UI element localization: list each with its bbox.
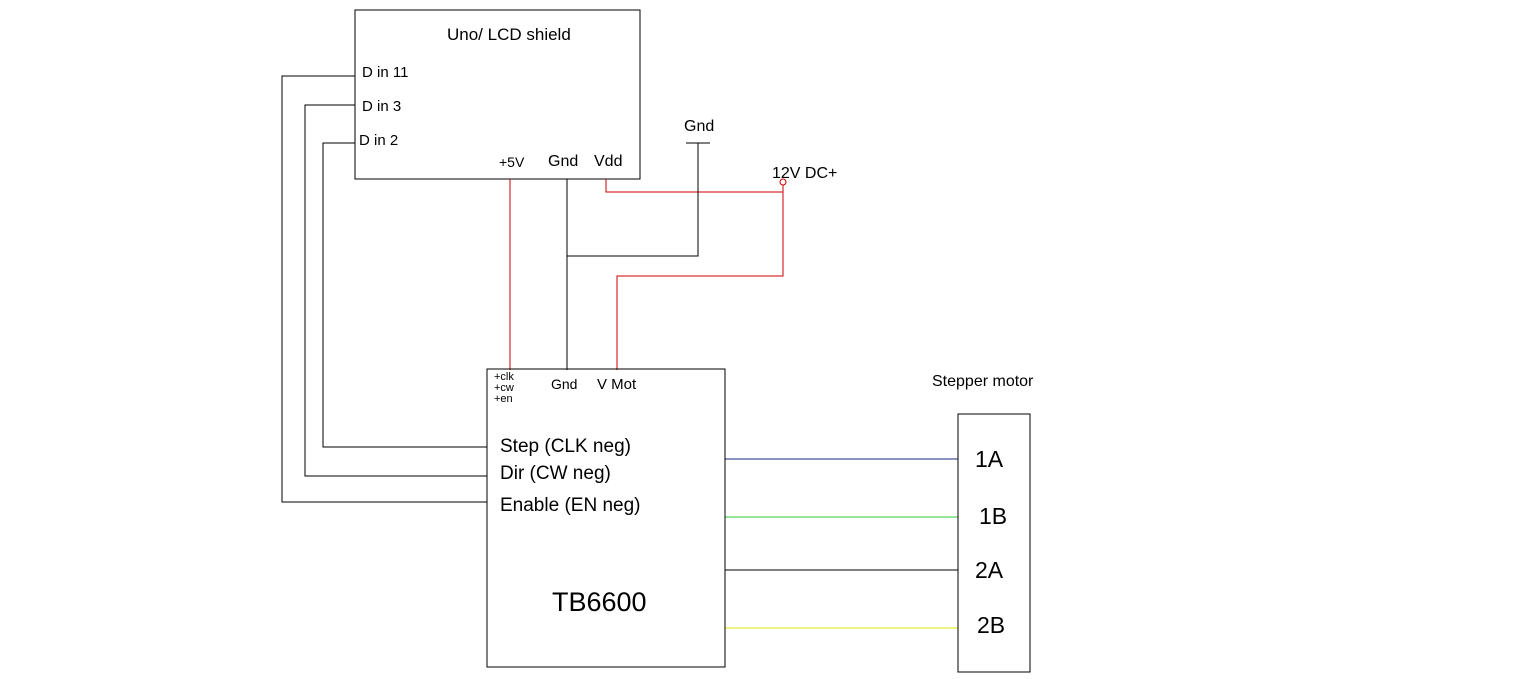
pin-d-in-3: D in 3 (362, 98, 401, 115)
signal-wires (281, 75, 487, 503)
input-step: Step (CLK neg) (500, 436, 631, 457)
pin-plus-en: +en (494, 393, 513, 405)
pin-plus-clk: +clk (494, 371, 514, 383)
driver-name: TB6600 (552, 587, 647, 617)
pin-gnd-uno: Gnd (548, 153, 578, 170)
uno-shield-title: Uno/ LCD shield (447, 25, 571, 44)
wire-gnd-to-ground-symbol (567, 143, 699, 257)
motor-box (957, 413, 1031, 673)
pin-d-in-11: D in 11 (362, 64, 408, 81)
tb6600-box (486, 368, 726, 668)
coil-wires (725, 458, 958, 629)
pin-plus-cw: +cw (494, 382, 514, 394)
pin-vdd: Vdd (594, 153, 622, 170)
pin-5v: +5V (499, 154, 525, 170)
wire-d2-to-step (322, 142, 487, 448)
coil-label-2b: 2B (977, 612, 1005, 638)
coil-label-1b: 1B (979, 503, 1007, 529)
power-terminal-node (779, 178, 787, 186)
coil-label-1a: 1A (975, 446, 1004, 472)
input-dir: Dir (CW neg) (500, 463, 611, 484)
uno-shield-box (354, 9, 641, 180)
pin-v-mot: V Mot (597, 376, 637, 393)
tb6600-driver: +clk +cw +en Gnd V Mot Step (CLK neg) Di… (486, 368, 726, 668)
input-enable: Enable (EN neg) (500, 495, 640, 516)
ground-wires (566, 143, 699, 370)
ground-symbol: Gnd (684, 118, 714, 144)
stepper-motor: Stepper motor 1A 1B 2A 2B (932, 373, 1034, 673)
pin-d-in-2: D in 2 (359, 132, 398, 149)
wire-d3-to-dir (304, 104, 487, 477)
power-terminal-label: 12V DC+ (772, 165, 837, 182)
power-wires (509, 179, 784, 370)
motor-title: Stepper motor (932, 373, 1034, 390)
coil-label-2a: 2A (975, 557, 1004, 583)
pin-gnd-driver: Gnd (551, 376, 577, 392)
wire-d11-to-enable (281, 75, 487, 503)
ground-label: Gnd (684, 118, 714, 135)
wire-12v-to-vmot (605, 179, 784, 370)
uno-lcd-shield: Uno/ LCD shield D in 11 D in 3 D in 2 +5… (354, 9, 641, 180)
power-terminal: 12V DC+ (772, 165, 837, 186)
